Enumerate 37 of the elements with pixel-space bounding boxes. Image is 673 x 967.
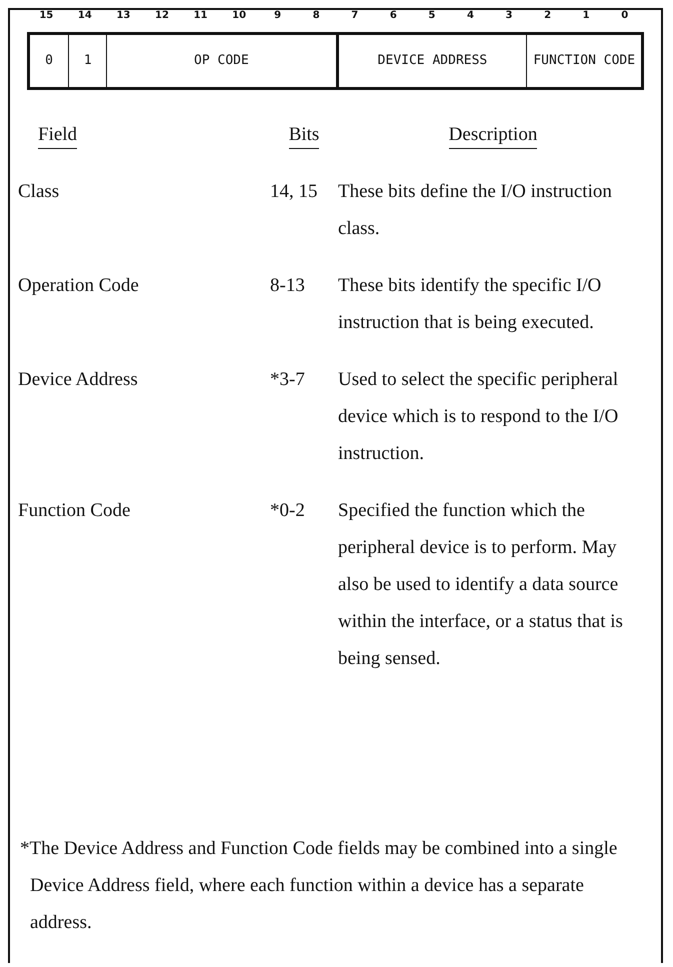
bit-number: 14 xyxy=(78,10,92,21)
bit-number: 10 xyxy=(232,10,246,21)
field-description: Used to select the specific peripheral device which is to respond to the I/O instruction. xyxy=(338,368,620,466)
register-field: 1 xyxy=(68,35,106,87)
bit-number: 1 xyxy=(582,10,590,21)
register-field: 0 xyxy=(30,35,68,87)
register-field: OP CODE xyxy=(106,35,336,87)
bit-number: 7 xyxy=(351,10,358,21)
column-header: Field xyxy=(38,122,78,149)
register-field: FUNCTION CODE xyxy=(526,35,641,87)
field-name: Operation Code xyxy=(18,274,140,298)
bit-range: *3-7 xyxy=(270,368,306,392)
field-name: Class xyxy=(18,180,60,204)
bit-number: 4 xyxy=(466,10,474,21)
bit-number: 3 xyxy=(506,10,513,21)
bit-number: 15 xyxy=(39,10,54,21)
bit-number: 0 xyxy=(621,10,628,21)
field-name: Device Address xyxy=(18,368,139,392)
bit-number: 2 xyxy=(544,10,552,21)
field-name: Function Code xyxy=(18,499,132,523)
field-description: These bits identify the specific I/O instruction that is being executed. xyxy=(338,274,602,335)
bit-range: 14, 15 xyxy=(270,180,318,204)
column-header: Bits xyxy=(288,122,320,149)
bit-number: 12 xyxy=(155,10,169,21)
bit-number: 8 xyxy=(312,10,320,21)
register-field: DEVICE ADDRESS xyxy=(336,35,526,87)
bit-range: 8-13 xyxy=(270,274,306,298)
footnote: *The Device Address and Function Code fields may be combined into a single Device Address field, where each function within a device has a separate address. xyxy=(20,837,618,935)
field-description: Specified the function which the peripheral device is to perform. May also be used to identify a data source within the interface, or a status that is being sensed. xyxy=(338,499,624,671)
bit-range: *0-2 xyxy=(270,499,306,523)
field-description: These bits define the I/O instruction class. xyxy=(338,180,613,241)
bit-number: 9 xyxy=(274,10,282,21)
bit-number: 13 xyxy=(116,10,130,21)
bit-number: 5 xyxy=(428,10,436,21)
column-header: Description xyxy=(448,122,538,149)
bit-number: 11 xyxy=(194,10,208,21)
bit-number: 6 xyxy=(390,10,397,21)
